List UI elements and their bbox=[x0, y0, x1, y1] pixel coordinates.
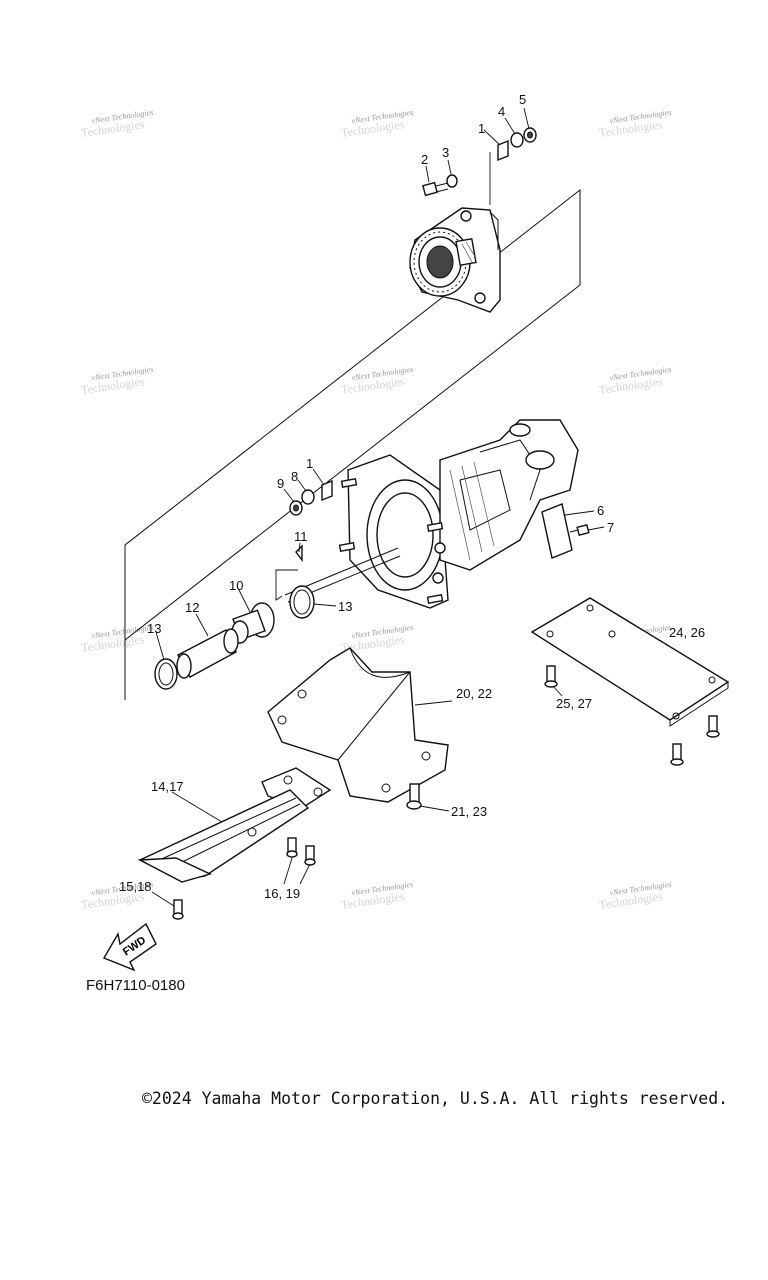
screw-25-27-left bbox=[544, 665, 558, 688]
hose-clamp-13-right bbox=[289, 585, 315, 619]
bolt-7 bbox=[569, 523, 590, 537]
hose-12 bbox=[176, 628, 239, 679]
plate-24-26 bbox=[530, 597, 730, 727]
callout-24-26: 24, 26 bbox=[669, 625, 705, 640]
callout-13-right: 13 bbox=[338, 599, 352, 614]
bearing-housing bbox=[409, 207, 501, 313]
screw-15-18 bbox=[172, 899, 184, 920]
callout-6: 6 bbox=[597, 503, 604, 518]
callout-1-middle: 1 bbox=[306, 456, 313, 471]
plate-1-top bbox=[497, 139, 509, 162]
washer-4 bbox=[510, 132, 524, 148]
callout-3: 3 bbox=[442, 145, 449, 160]
bracket-20-22 bbox=[267, 647, 449, 803]
callout-8: 8 bbox=[291, 469, 298, 484]
intake-grate-14-17 bbox=[137, 767, 332, 883]
washer-8 bbox=[301, 489, 315, 505]
callout-12: 12 bbox=[185, 600, 199, 615]
hose-clamp-13-left bbox=[154, 658, 178, 690]
callout-9: 9 bbox=[277, 476, 284, 491]
callout-labels: 1 2 3 4 5 1 8 9 6 7 11 10 12 13 13 24, 2… bbox=[119, 92, 705, 901]
callout-13-left: 13 bbox=[147, 621, 161, 636]
callout-11: 11 bbox=[294, 529, 308, 544]
callout-2: 2 bbox=[421, 152, 428, 167]
plate-1-middle bbox=[321, 479, 333, 502]
screw-25-27-right bbox=[706, 715, 720, 738]
bolt-21-23 bbox=[406, 783, 422, 810]
callout-16-19: 16, 19 bbox=[264, 886, 300, 901]
callout-1-top: 1 bbox=[478, 121, 485, 136]
callout-10: 10 bbox=[229, 578, 243, 593]
copyright-notice: ©2024 Yamaha Motor Corporation, U.S.A. A… bbox=[142, 1089, 729, 1108]
screw-25-27-mid bbox=[670, 743, 684, 766]
bolt-2 bbox=[422, 181, 449, 197]
screw-16-19-right bbox=[304, 845, 316, 866]
leader-lines bbox=[151, 107, 605, 907]
callout-21-23: 21, 23 bbox=[451, 804, 487, 819]
diagram-code: F6H7110-0180 bbox=[86, 977, 185, 994]
callout-14-17: 14,17 bbox=[151, 779, 184, 794]
callout-15-18: 15,18 bbox=[119, 879, 152, 894]
intermediate-housing bbox=[338, 419, 579, 609]
callout-25-27: 25, 27 bbox=[556, 696, 592, 711]
screw-16-19-left bbox=[286, 837, 298, 858]
callout-20-22: 20, 22 bbox=[456, 686, 492, 701]
assembly-boundary bbox=[124, 188, 581, 642]
callout-4: 4 bbox=[498, 104, 505, 119]
callout-5: 5 bbox=[519, 92, 526, 107]
fwd-arrow-icon: FWD bbox=[102, 922, 157, 972]
washer-3 bbox=[446, 174, 458, 188]
pad-6 bbox=[541, 503, 573, 559]
callout-7: 7 bbox=[607, 520, 614, 535]
